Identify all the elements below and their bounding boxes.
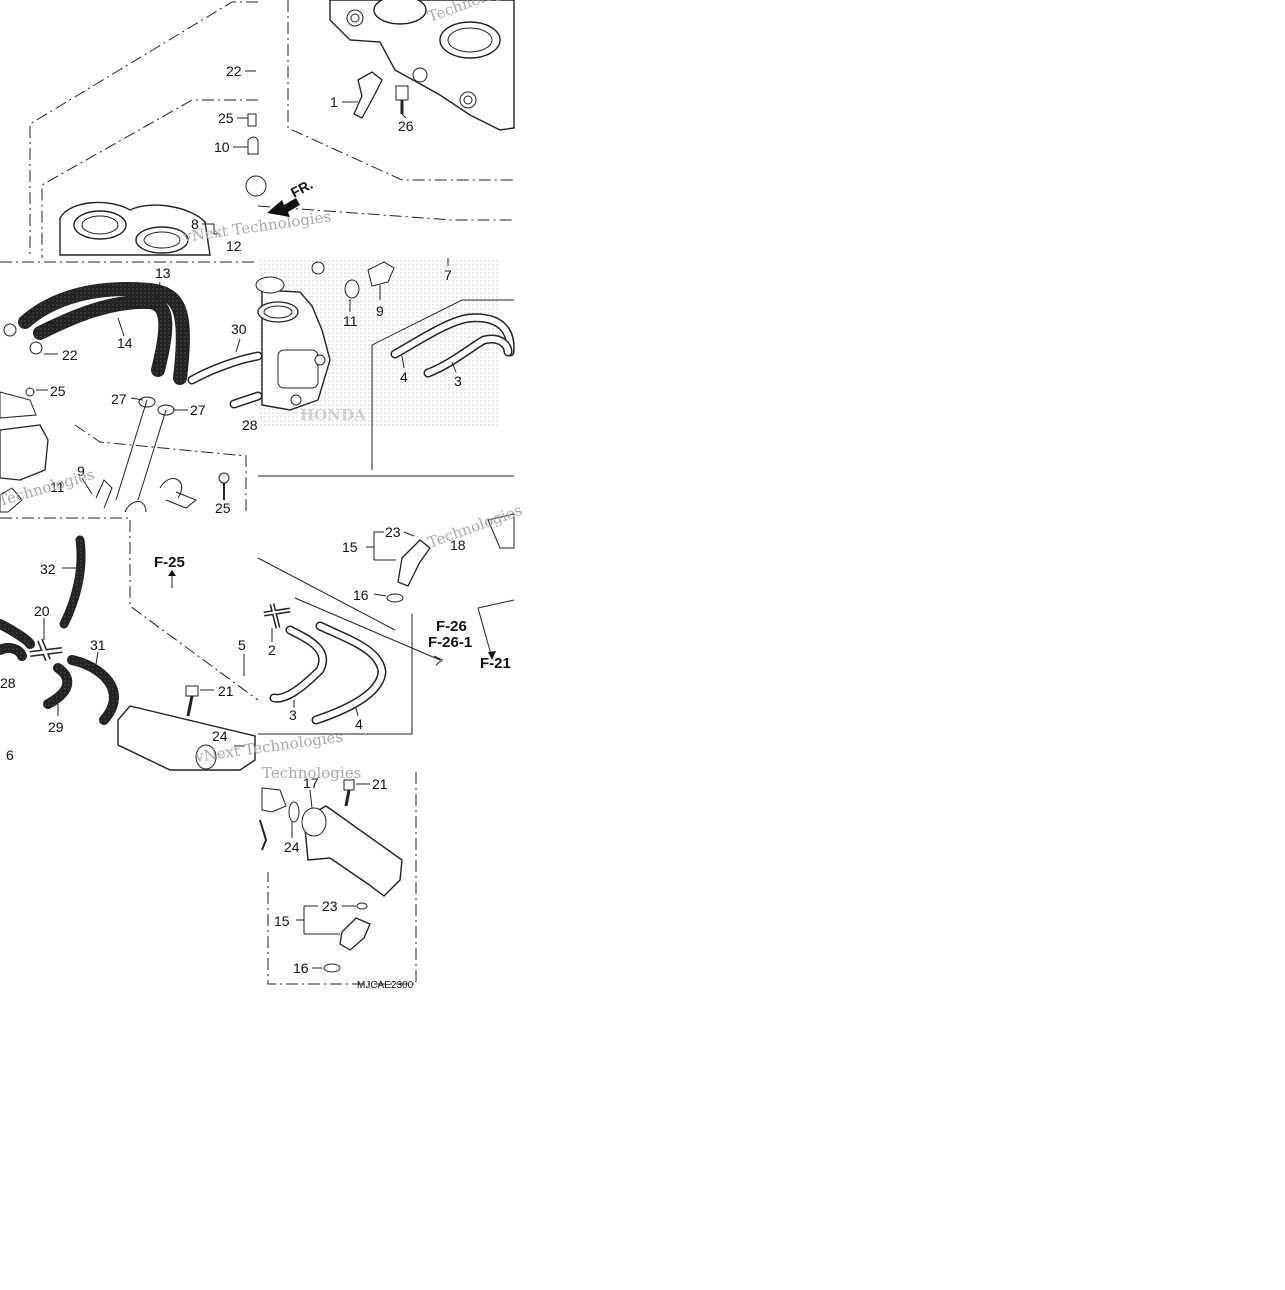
part-label-3: 3 — [454, 373, 462, 389]
part-label-30: 30 — [231, 321, 247, 337]
ref-label-f21: F-21 — [480, 655, 511, 672]
part-label-21: 21 — [372, 776, 388, 792]
ref-label-f26-1: F-26-1 — [428, 634, 472, 651]
part-label-29: 29 — [48, 719, 64, 735]
part-label-4: 4 — [355, 716, 363, 732]
part-label-28: 28 — [242, 417, 258, 433]
part-label-18: 18 — [450, 537, 466, 553]
part-label-26: 26 — [398, 118, 414, 134]
part-label-9: 9 — [376, 303, 384, 319]
direction-label: FR. — [288, 176, 315, 201]
tile-lower-left: F-25 32 20 31 5 28 29 21 24 6 vNext Tech… — [0, 517, 344, 771]
part-label-28: 28 — [0, 675, 16, 691]
front-direction-arrow-icon — [267, 198, 300, 217]
part-label-22: 22 — [62, 347, 78, 363]
part-label-16: 16 — [353, 587, 369, 603]
part-label-10: 10 — [214, 139, 230, 155]
part-label-31: 31 — [90, 637, 106, 653]
part-label-24: 24 — [284, 839, 300, 855]
part-label-21: 21 — [218, 683, 234, 699]
part-label-25: 25 — [50, 383, 66, 399]
part-label-25: 25 — [218, 110, 234, 126]
part-label-25: 25 — [215, 500, 231, 516]
ref-label-f25: F-25 — [154, 554, 185, 571]
part-label-15: 15 — [274, 913, 290, 929]
part-label-1: 1 — [330, 94, 338, 110]
watermark-text: vNext Technologies — [181, 207, 332, 246]
part-label-22: 22 — [226, 63, 242, 79]
part-label-3: 3 — [289, 707, 297, 723]
part-label-11: 11 — [343, 313, 358, 329]
tile-lower-middle: 15 23 18 16 2 3 4 F-26 F-26-1 F-21 Techn… — [257, 501, 525, 735]
part-label-5: 5 — [238, 637, 246, 653]
part-label-9: 9 — [77, 463, 85, 479]
watermark-text: HONDA — [300, 406, 366, 424]
part-label-27: 27 — [190, 402, 206, 418]
part-label-23: 23 — [385, 524, 401, 540]
part-label-8: 8 — [191, 216, 199, 232]
part-label-6: 6 — [6, 747, 14, 763]
part-label-13: 13 — [155, 265, 171, 281]
part-label-11: 11 — [50, 479, 65, 495]
watermark-text: Technologies — [262, 764, 361, 782]
part-label-15: 15 — [342, 539, 358, 555]
part-label-23: 23 — [322, 898, 338, 914]
part-label-12: 12 — [226, 238, 242, 254]
tile-top-left: 22 25 10 8 12 vNext Technologies — [29, 1, 332, 258]
part-label-2: 2 — [268, 642, 276, 658]
ref-label-f26: F-26 — [436, 618, 467, 635]
part-label-17: 17 — [303, 775, 319, 791]
part-label-32: 32 — [40, 561, 56, 577]
part-label-14: 14 — [117, 335, 133, 351]
part-label-16: 16 — [293, 960, 309, 976]
diagram-code: MJCAE2300 — [357, 980, 414, 991]
part-label-27: 27 — [111, 391, 127, 407]
part-label-24: 24 — [212, 728, 228, 744]
part-label-4: 4 — [400, 369, 408, 385]
part-label-20: 20 — [34, 603, 50, 619]
tile-middle-left: 13 14 22 25 27 27 30 28 9 11 25 Technolo… — [0, 261, 263, 516]
tile-center: 11 9 7 4 3 HONDA — [255, 258, 515, 477]
tile-bottom: 21 17 24 15 23 16 MJCAE2300 Technologies — [259, 764, 417, 991]
part-label-7: 7 — [444, 267, 452, 283]
tile-top-middle: 1 26 FR. Technologies — [257, 0, 525, 221]
